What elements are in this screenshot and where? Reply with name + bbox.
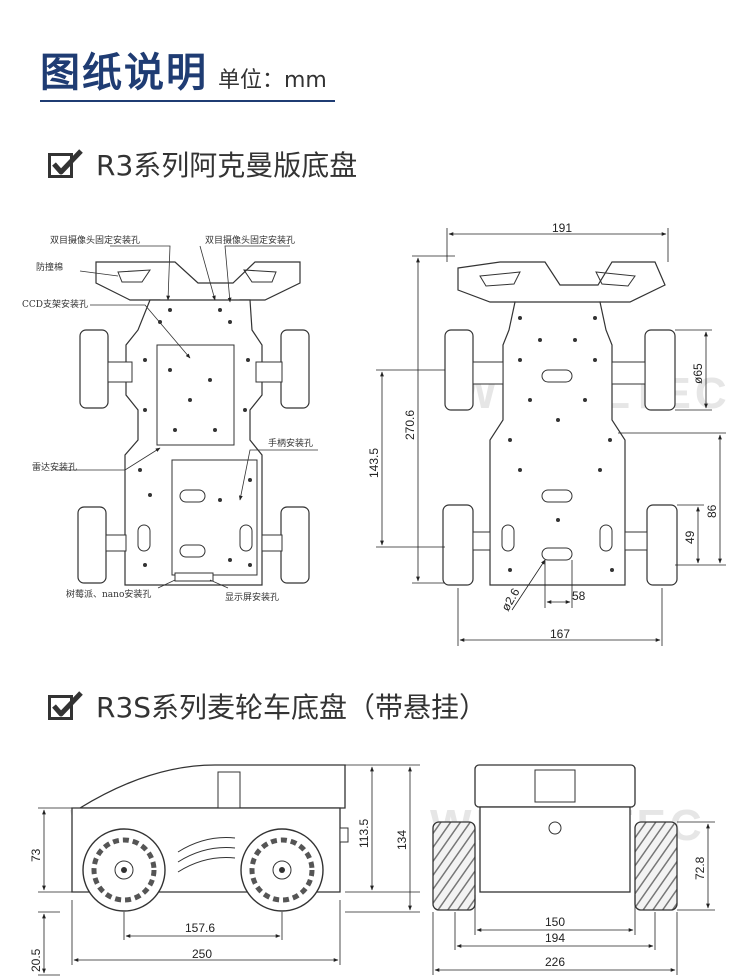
checkbox-checked-icon [48,691,83,720]
dim-134: 134 [395,830,409,850]
callout-handle: 手柄安装孔 [268,437,313,449]
unit-label: 单位：mm [218,68,327,93]
r3s-front-view: WHEELTEC 72.8 150 194 226 [430,764,715,975]
dim-270-6: 270.6 [403,410,417,440]
callout-ccd: CCD支架安装孔 [22,298,88,310]
mecanum-wheel-right [240,828,324,912]
title-underline [40,100,335,102]
r3-dimension-drawing: WHEELTEC [367,221,727,646]
section-title-r3: R3系列阿克曼版底盘 [96,149,358,182]
dim-226: 226 [545,955,565,969]
r3s-side-view: WHEELTEC [29,764,420,976]
dim-58: 58 [572,589,586,603]
callout-display: 显示屏安装孔 [225,591,279,603]
dim-65: ø65 [691,363,705,384]
dim-20-5: 20.5 [29,948,43,972]
callout-camera-left: 双目摄像头固定安装孔 [50,234,140,246]
dim-150: 150 [545,915,565,929]
dim-250: 250 [192,947,212,961]
dim-49: 49 [683,530,697,544]
checkbox-checked-icon [48,149,83,178]
dim-157-6: 157.6 [185,921,215,935]
dim-72-8: 72.8 [693,856,707,880]
callout-radar: 雷达安装孔 [32,461,77,473]
mecanum-wheel-front-right [634,821,678,911]
callout-raspberry: 树莓派、nano安装孔 [66,588,151,600]
mecanum-wheel-front-left [432,821,476,911]
dim-143-5: 143.5 [367,448,381,478]
section-header-r3: R3系列阿克曼版底盘 [48,144,357,184]
section-title-r3s: R3S系列麦轮车底盘（带悬挂） [96,691,488,724]
callout-bumper: 防撞棉 [36,261,63,273]
dim-86: 86 [705,504,719,518]
section-header-r3s: R3S系列麦轮车底盘（带悬挂） [48,686,487,726]
dim-194: 194 [545,931,565,945]
dim-73: 73 [29,848,43,862]
dim-191: 191 [552,221,572,235]
dim-167: 167 [550,627,570,641]
page-title: 图纸说明 [40,50,208,96]
callout-camera-right: 双目摄像头固定安装孔 [205,234,295,246]
r3-annotated-drawing: 双目摄像头固定安装孔 双目摄像头固定安装孔 防撞棉 CCD支架安装孔 雷达安装孔… [22,234,318,603]
dim-113-5: 113.5 [357,819,371,848]
mecanum-wheel-left [82,828,166,912]
